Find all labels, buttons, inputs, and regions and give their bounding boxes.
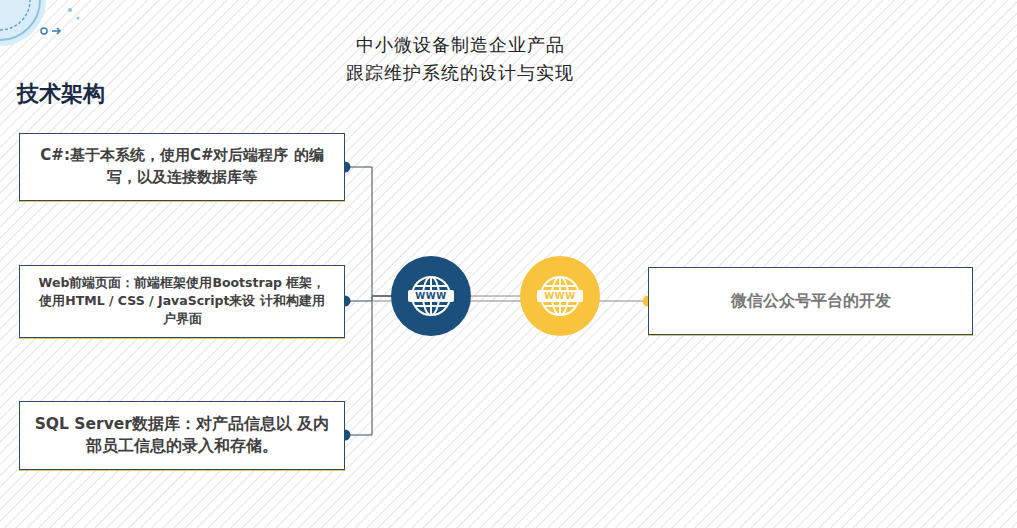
section-heading: 技术架构 xyxy=(17,79,105,109)
text-box: Web前端页面：前端框架使用Bootstrap 框架，使用HTML / CSS … xyxy=(19,265,345,338)
icon-text: WWW xyxy=(544,291,575,301)
icon-text: WWW xyxy=(415,291,446,301)
text-box: 微信公众号平台的开发 xyxy=(648,267,973,335)
connector-line xyxy=(345,167,391,296)
text-box: C#:基于本系统，使用C#对后端程序 的编写，以及连接数据库等 xyxy=(19,133,345,201)
connector-line xyxy=(345,296,391,435)
corner-ornament xyxy=(0,0,80,46)
globe-circle: WWW xyxy=(520,256,600,336)
page-title: 中小微设备制造企业产品 跟踪维护系统的设计与实现 xyxy=(310,31,610,87)
box-text: Web前端页面：前端框架使用Bootstrap 框架，使用HTML / CSS … xyxy=(34,274,330,328)
box-text: SQL Server数据库：对产品信息以 及内部员工信息的录入和存储。 xyxy=(34,413,330,458)
box-text: 微信公众号平台的开发 xyxy=(731,289,891,312)
connector xyxy=(340,162,392,297)
connector-line xyxy=(345,296,391,301)
connector xyxy=(340,296,392,441)
globe-circle: WWW xyxy=(391,256,471,336)
box-text: C#:基于本系统，使用C#对后端程序 的编写，以及连接数据库等 xyxy=(34,145,330,189)
text-box: SQL Server数据库：对产品信息以 及内部员工信息的录入和存储。 xyxy=(19,401,345,470)
